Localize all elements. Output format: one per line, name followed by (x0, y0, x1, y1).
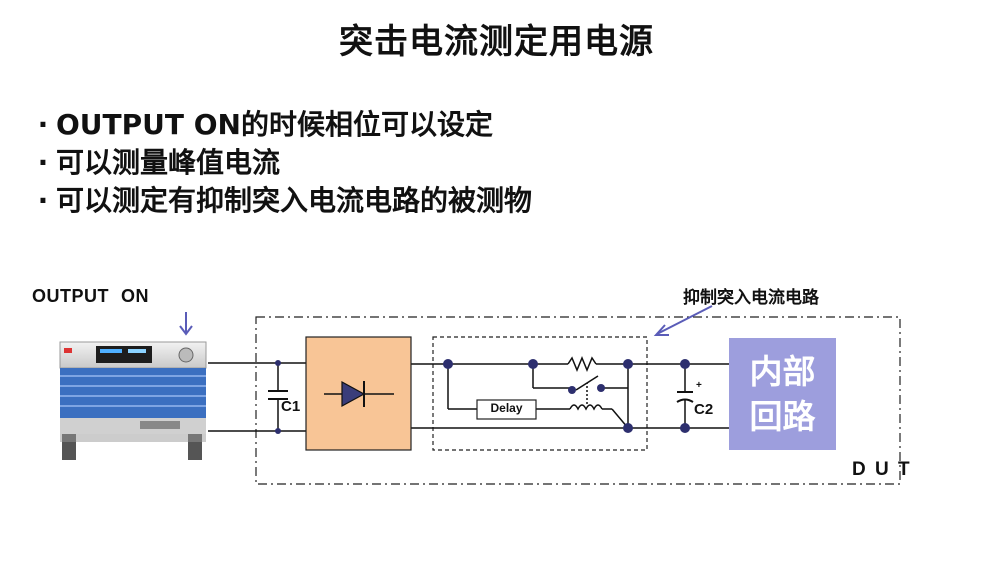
bullet-text: 可以测定有抑制突入电流电路的被测物 (56, 184, 533, 217)
bullet-item: ·可以测定有抑制突入电流电路的被测物 (30, 182, 532, 220)
bullet-marker: · (37, 108, 49, 141)
inrush-limiter-box (432, 336, 648, 451)
bullet-list: ·OUTPUT ON的时候相位可以设定 ·可以测量峰值电流 ·可以测定有抑制突入… (30, 106, 532, 220)
bullet-item: ·可以测量峰值电流 (30, 144, 532, 182)
junction-nodes (275, 359, 690, 434)
delay-label: Delay (490, 401, 523, 415)
limiter-pointer-arrow (653, 305, 713, 336)
c2-label: C2 (694, 401, 714, 418)
rectifier-block (305, 336, 412, 451)
bullet-item: ·OUTPUT ON的时候相位可以设定 (30, 106, 532, 144)
delay-box (476, 399, 537, 420)
page-title: 突击电流测定用电源 (339, 22, 654, 62)
circuit-wires (208, 356, 729, 432)
bullet-marker: · (37, 146, 49, 179)
dut-label: D U T (852, 459, 912, 480)
c2-plus-label: + (696, 380, 702, 391)
bullet-text: 可以测量峰值电流 (56, 146, 281, 179)
dut-internal-circuit-text: 内部 回路 (749, 352, 816, 436)
dut-boundary (255, 316, 901, 485)
bullet-text: OUTPUT ON的时候相位可以设定 (56, 108, 493, 141)
inrush-limiter-label: 抑制突入电流电路 (683, 288, 819, 307)
c1-label: C1 (281, 398, 301, 415)
bullet-marker: · (37, 184, 49, 217)
output-on-arrow (179, 312, 193, 336)
power-supply-device-icon (59, 341, 207, 460)
dut-internal-box (729, 338, 836, 450)
